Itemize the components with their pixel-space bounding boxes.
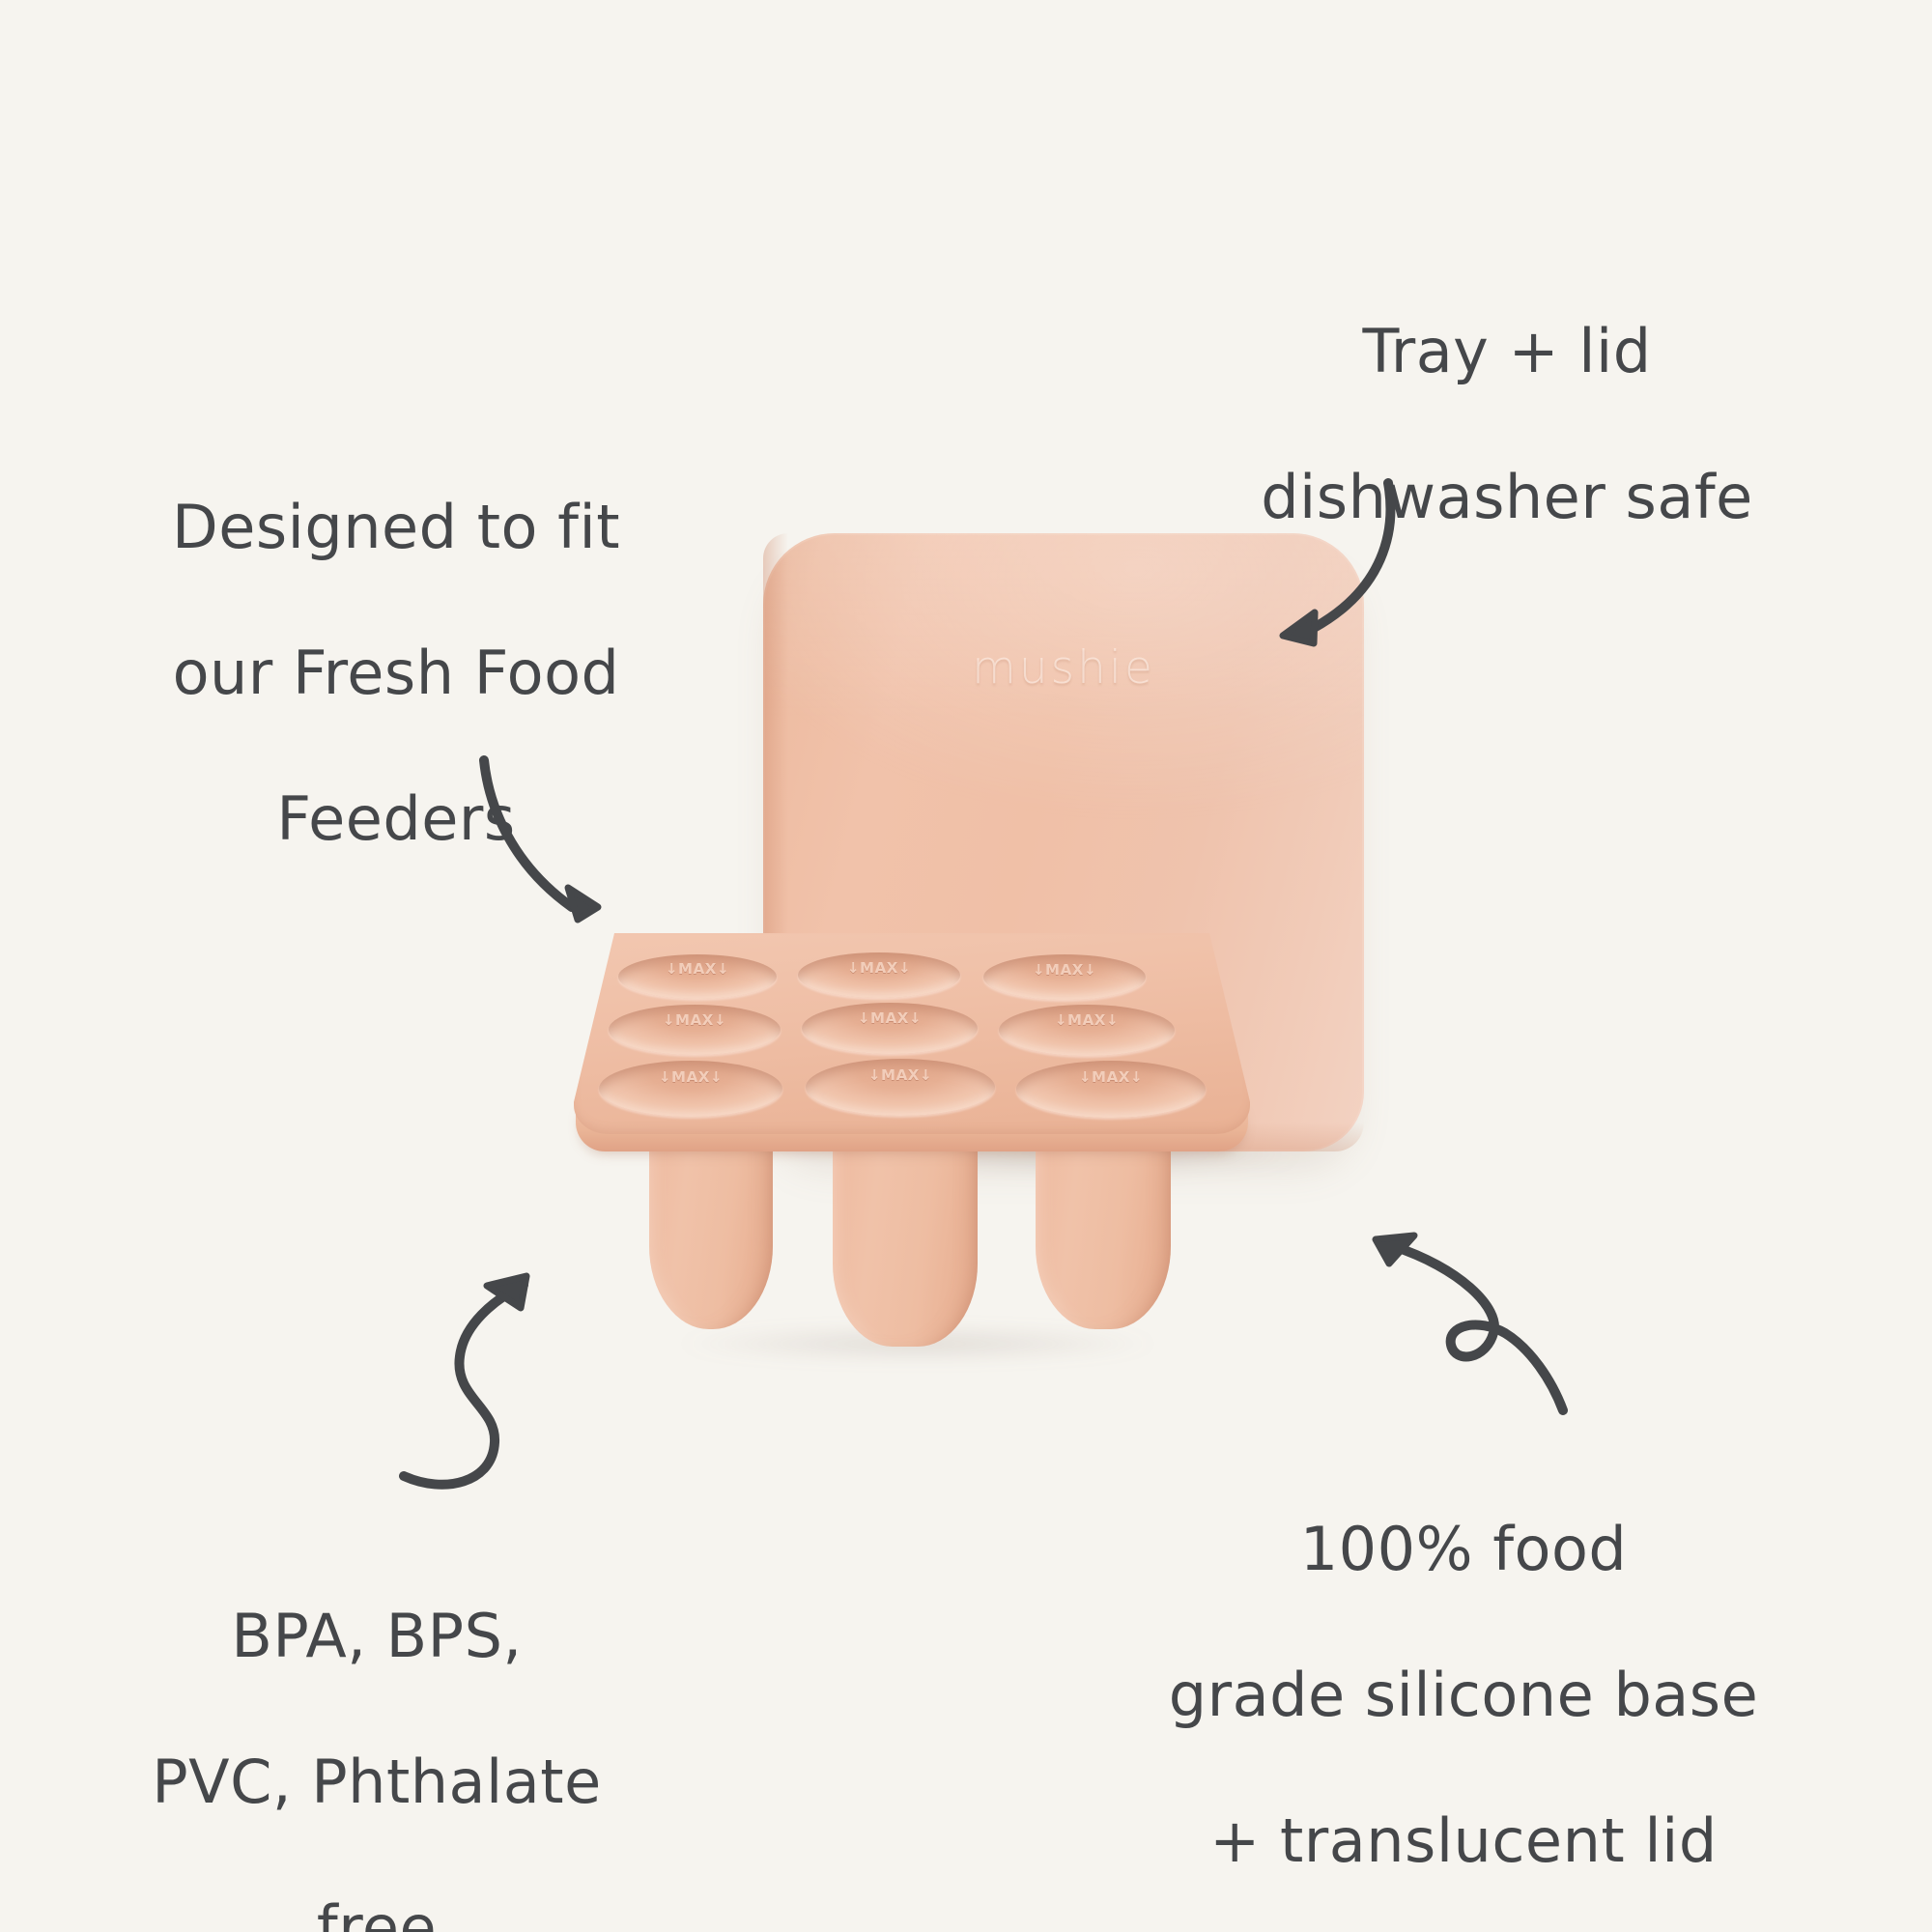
- tray-cell: ↓MAX↓: [806, 1059, 995, 1116]
- curved-arrow-down-left-icon: [1279, 478, 1396, 647]
- callout-line: free: [316, 1892, 438, 1932]
- tray-cell-max-label: ↓MAX↓: [857, 1009, 923, 1028]
- lid-bottom-edge: [763, 1122, 1364, 1151]
- tray-cell-max-label: ↓MAX↓: [1054, 1011, 1120, 1030]
- callout-line: Feeders: [276, 783, 516, 855]
- tray-rim-highlight: [576, 1103, 1248, 1114]
- s-curve-arrow-up-right-icon: [399, 1272, 530, 1490]
- curved-arrow-down-right-icon: [479, 755, 602, 923]
- callout-bpa-bps-free: BPA, BPS, PVC, Phthalate free: [39, 1526, 715, 1932]
- lid-drop-shadow: [773, 1128, 1391, 1180]
- tray-pod: [1036, 1105, 1171, 1329]
- callout-line: 100% food: [1299, 1513, 1628, 1584]
- callout-line: Tray + lid: [1362, 315, 1652, 386]
- tray-cell-max-label: ↓MAX↓: [867, 1066, 933, 1085]
- callout-designed-to-fit: Designed to fit our Fresh Food Feeders: [58, 417, 734, 928]
- callout-line: grade silicone base: [1168, 1659, 1759, 1730]
- tray-cell: ↓MAX↓: [609, 1005, 781, 1055]
- callout-line: our Fresh Food: [172, 637, 620, 708]
- tray-pod: [833, 1113, 978, 1347]
- tray-cell: ↓MAX↓: [599, 1061, 782, 1117]
- callout-line: BPA, BPS,: [231, 1600, 523, 1671]
- tray-front-rim: [576, 1103, 1248, 1151]
- tray-cell: ↓MAX↓: [798, 952, 960, 998]
- tray-cell-max-label: ↓MAX↓: [1078, 1068, 1144, 1087]
- tray-cell: ↓MAX↓: [1016, 1061, 1206, 1118]
- looped-arrow-up-left-icon: [1372, 1232, 1568, 1415]
- callout-dishwasher-safe: Tray + lid dishwasher safe: [1121, 242, 1893, 607]
- tray-cell: ↓MAX↓: [983, 954, 1146, 1000]
- callout-line: Designed to fit: [171, 491, 621, 562]
- lid-left-edge: [763, 533, 788, 1151]
- tray-cell-max-label: ↓MAX↓: [658, 1068, 724, 1087]
- callout-line: PVC, Phthalate: [152, 1746, 602, 1817]
- callout-food-grade-silicone: 100% food grade silicone base + transluc…: [1024, 1439, 1903, 1932]
- tray-cell: ↓MAX↓: [999, 1005, 1175, 1056]
- callout-line: + translucent lid: [1209, 1805, 1718, 1877]
- tray-cell-max-label: ↓MAX↓: [662, 1011, 727, 1030]
- tray-cell-max-label: ↓MAX↓: [1032, 960, 1097, 979]
- tray-cell: ↓MAX↓: [802, 1003, 978, 1054]
- callout-line: dishwasher safe: [1261, 461, 1753, 532]
- tray-cell-max-label: ↓MAX↓: [846, 958, 912, 977]
